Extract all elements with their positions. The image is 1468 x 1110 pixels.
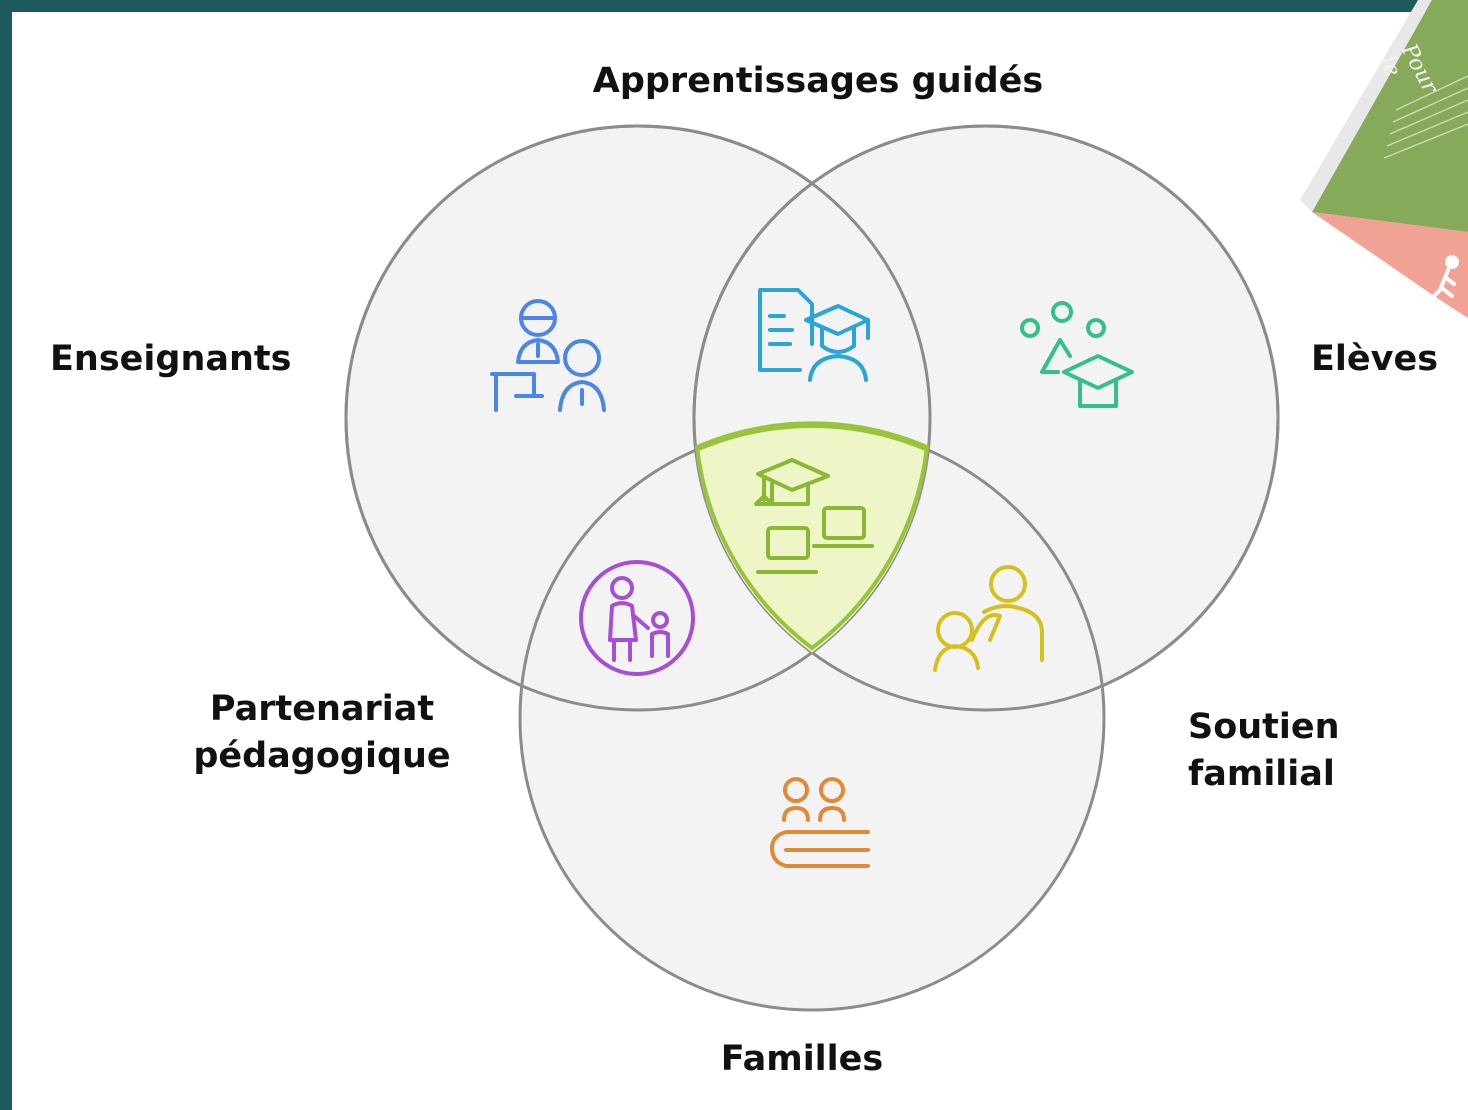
label-familles: Familles bbox=[720, 1039, 884, 1079]
center-intersection bbox=[694, 424, 930, 710]
label-soutien-familial: Soutien familial bbox=[1188, 707, 1340, 795]
families-desk-icon bbox=[770, 777, 870, 868]
leaflet-green-panel bbox=[1312, 0, 1468, 232]
leaflet-edge bbox=[1300, 0, 1432, 212]
label-eleves: Elèves bbox=[1311, 339, 1439, 379]
outline-eleves bbox=[692, 124, 1280, 712]
leaflet-runner-icon bbox=[1432, 255, 1459, 298]
students-graduation-icon bbox=[1020, 301, 1134, 408]
frame-left-border bbox=[0, 0, 12, 1110]
label-partenariat-pedagogique: Partenariat pédagogique bbox=[193, 689, 451, 777]
frame-top-border bbox=[0, 0, 1468, 12]
outline-enseignants bbox=[344, 124, 932, 712]
label-apprentissages-guides: Apprentissages guidés bbox=[592, 61, 1044, 101]
leaflet-pink-panel bbox=[1312, 212, 1468, 318]
parent-child-icon bbox=[579, 560, 695, 676]
document-graduate-icon bbox=[758, 288, 870, 382]
teacher-student-icon bbox=[490, 299, 606, 412]
graduation-laptops-icon bbox=[754, 458, 874, 574]
center-outline bbox=[694, 421, 930, 651]
leaflet-text-lines bbox=[1383, 75, 1468, 159]
label-enseignants: Enseignants bbox=[50, 339, 292, 379]
family-support-icon bbox=[933, 565, 1044, 672]
